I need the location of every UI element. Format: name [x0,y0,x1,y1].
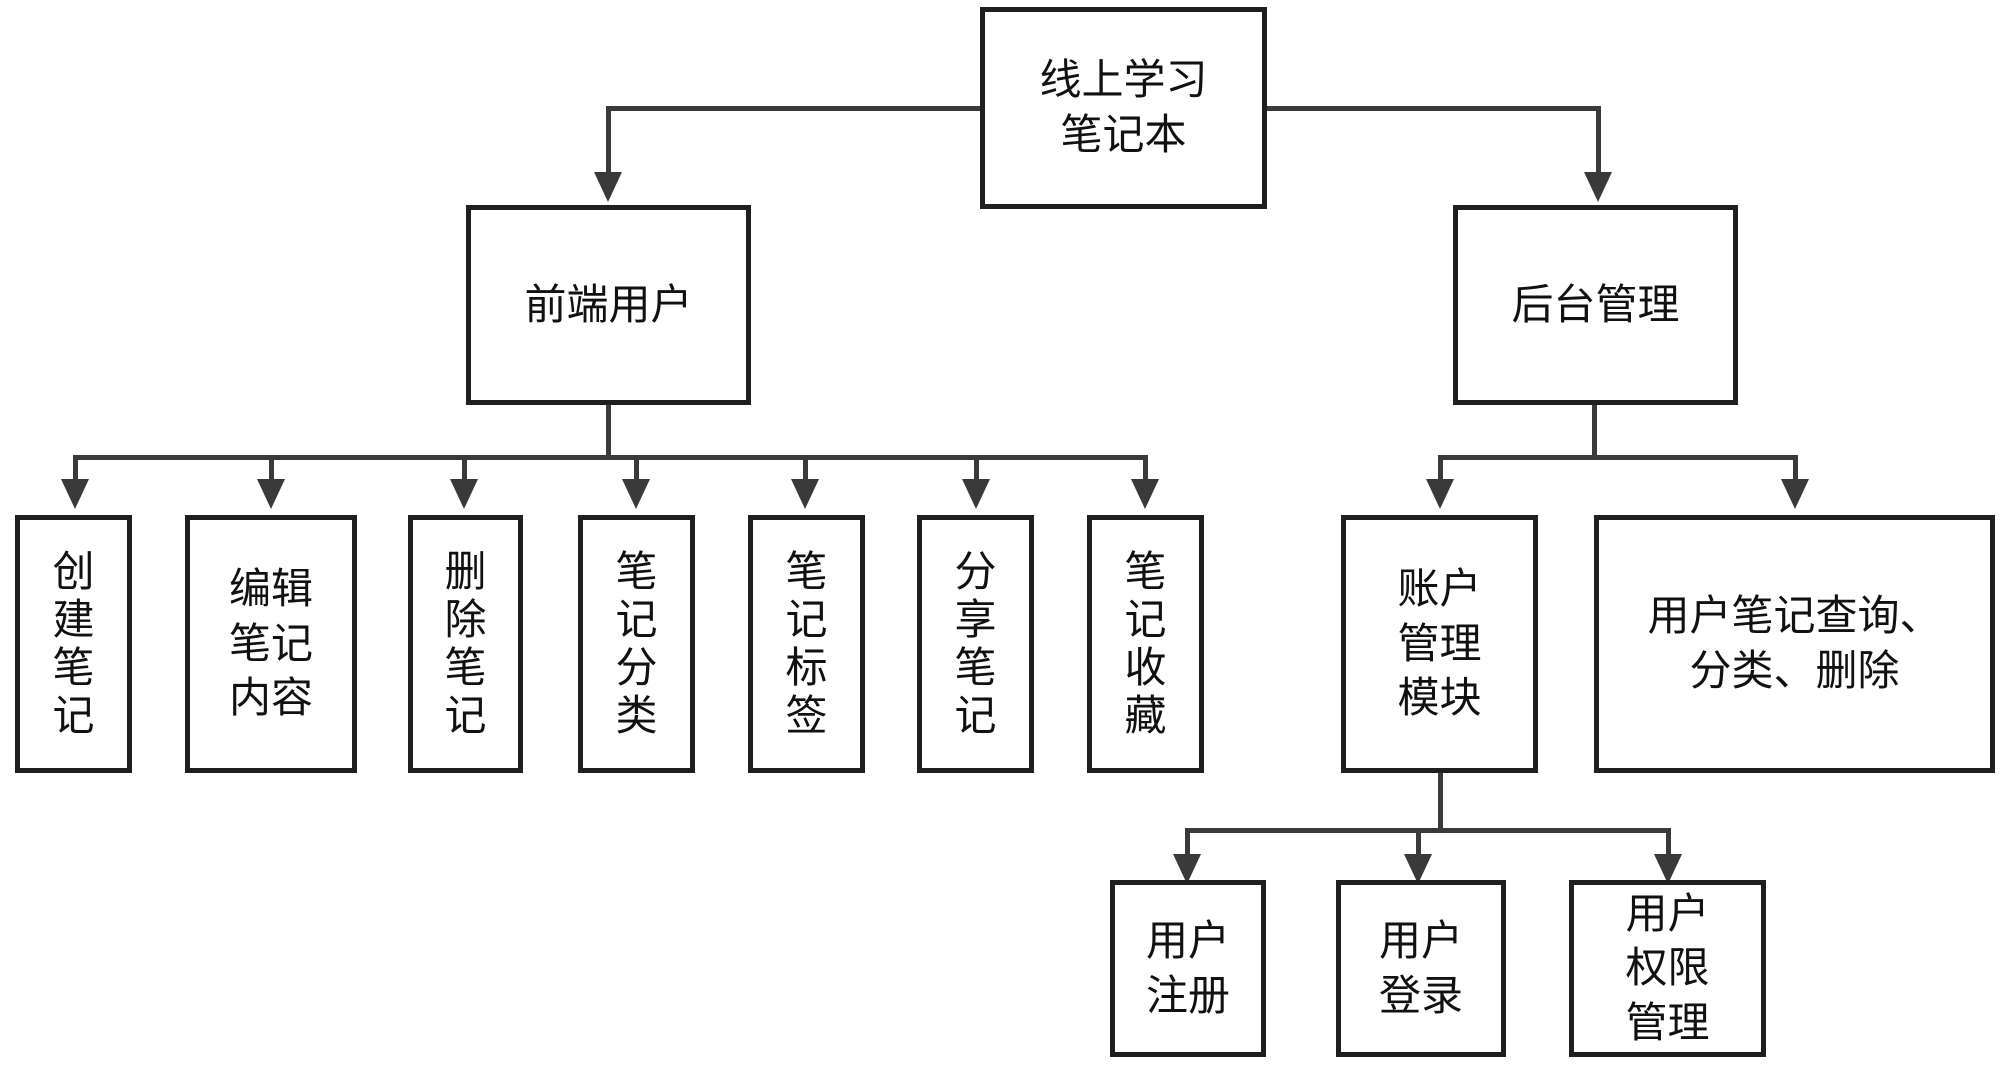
arrow-head [1426,479,1454,509]
arrow-head [1654,854,1682,884]
account-management-label: 账户 管理 模块 [1397,564,1482,723]
connector [606,106,611,174]
connector [974,455,979,481]
connector [73,455,78,481]
connector [1793,455,1798,481]
connector [1262,106,1600,111]
edit-note-node: 编辑 笔记 内容 [185,515,357,773]
connector [606,106,982,111]
arrow-head [1781,479,1809,509]
connector [634,455,639,481]
arrow-head [450,479,478,509]
backend-admin-node: 后台管理 [1453,205,1738,405]
connector [1185,828,1190,856]
note-tag-node: 笔 记 标 签 [748,515,865,773]
user-note-query-label: 用户笔记查询、 分类、删除 [1647,591,1942,695]
connector [1185,828,1671,833]
connector [1438,773,1443,833]
connector [1666,828,1671,856]
create-note-label: 创 建 笔 记 [52,547,95,740]
root-label: 线上学习 笔记本 [1039,55,1208,159]
share-note-label: 分 享 笔 记 [954,547,997,740]
connector [269,455,274,481]
create-note-node: 创 建 笔 记 [15,515,132,773]
note-tag-label: 笔 记 标 签 [785,547,828,740]
user-register-label: 用户 注册 [1145,915,1230,1020]
backend-admin-label: 后台管理 [1511,279,1680,329]
arrow-head [1404,854,1432,884]
user-login-label: 用户 登录 [1378,915,1463,1020]
connector [1416,828,1421,856]
connector [803,455,808,481]
user-note-query-node: 用户笔记查询、 分类、删除 [1594,515,1995,773]
arrow-head [61,479,89,509]
note-category-label: 笔 记 分 类 [615,547,658,740]
frontend-user-node: 前端用户 [466,205,751,405]
connector [1596,106,1601,174]
connector [1592,405,1597,460]
arrow-head [962,479,990,509]
connector [1438,455,1798,460]
arrow-head [622,479,650,509]
user-permission-label: 用户 权限 管理 [1625,888,1710,1047]
connector [606,405,611,460]
arrow-head [791,479,819,509]
arrow-head [1584,172,1612,202]
delete-note-node: 删 除 笔 记 [408,515,523,773]
connector [1438,455,1443,481]
account-management-node: 账户 管理 模块 [1341,515,1538,773]
arrow-head [594,172,622,202]
root-node: 线上学习 笔记本 [980,7,1267,209]
arrow-head [1173,854,1201,884]
user-permission-node: 用户 权限 管理 [1569,880,1766,1057]
note-category-node: 笔 记 分 类 [578,515,695,773]
connector [73,455,1148,460]
share-note-node: 分 享 笔 记 [917,515,1034,773]
favorite-note-node: 笔 记 收 藏 [1087,515,1204,773]
favorite-note-label: 笔 记 收 藏 [1124,547,1167,740]
frontend-user-label: 前端用户 [524,279,693,329]
delete-note-label: 删 除 笔 记 [444,547,487,740]
user-register-node: 用户 注册 [1110,880,1266,1057]
arrow-head [257,479,285,509]
user-login-node: 用户 登录 [1336,880,1506,1057]
edit-note-label: 编辑 笔记 内容 [228,564,313,723]
arrow-head [1131,479,1159,509]
connector [462,455,467,481]
connector [1143,455,1148,481]
